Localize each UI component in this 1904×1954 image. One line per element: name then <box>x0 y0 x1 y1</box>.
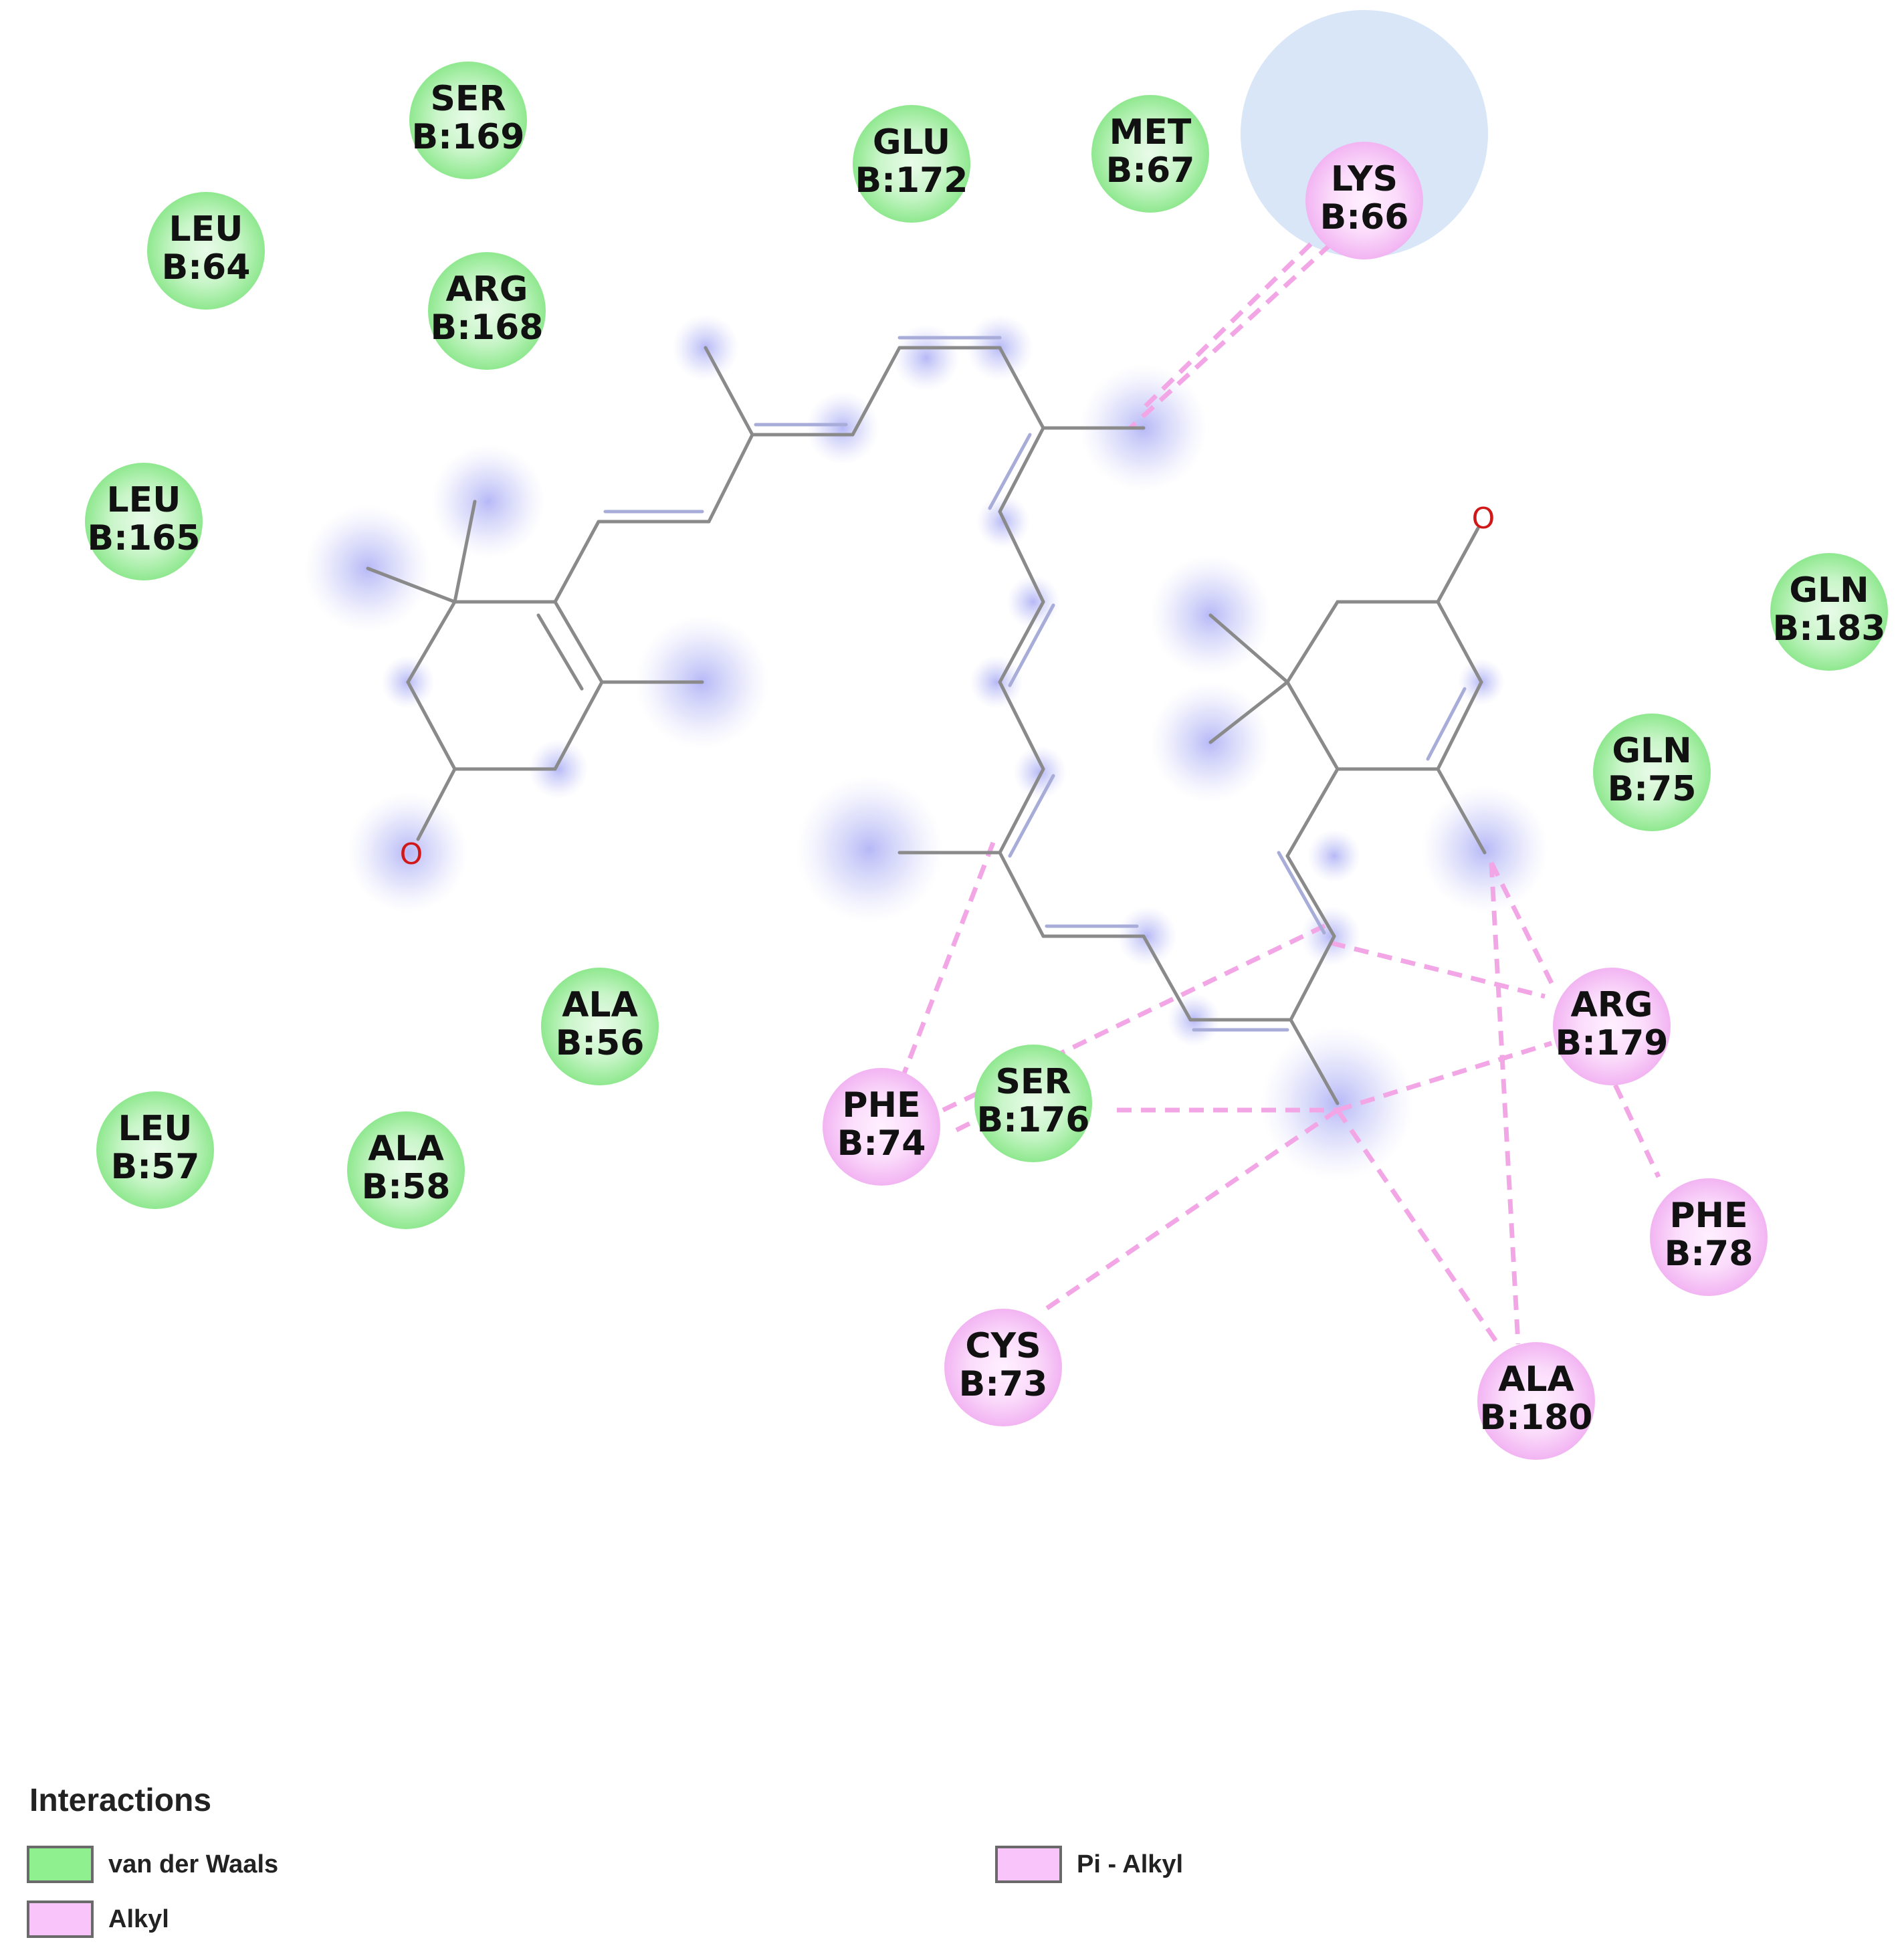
legend-title: Interactions <box>29 1783 212 1818</box>
legend-item-van-der-waals: van der Waals <box>27 1846 278 1883</box>
svg-text:B:58: B:58 <box>362 1167 451 1207</box>
residue-ser169[interactable]: SER B:169 <box>409 62 527 179</box>
svg-text:B:179: B:179 <box>1556 1023 1669 1063</box>
glow <box>348 792 468 913</box>
svg-text:B:67: B:67 <box>1106 150 1195 191</box>
legend-item-alkyl: Alkyl <box>27 1901 169 1938</box>
legend-label: Alkyl <box>108 1905 169 1933</box>
interaction-line <box>1330 940 1546 999</box>
svg-text:B:180: B:180 <box>1480 1398 1593 1438</box>
residue-lys66[interactable]: LYS B:66 <box>1305 142 1423 259</box>
svg-text:B:169: B:169 <box>412 117 525 157</box>
interaction-line <box>1489 862 1521 1345</box>
legend-label: van der Waals <box>108 1850 279 1878</box>
residue-ala56[interactable]: ALA B:56 <box>541 968 659 1085</box>
residue-ala180[interactable]: ALA B:180 <box>1477 1342 1595 1460</box>
svg-text:B:66: B:66 <box>1320 197 1409 237</box>
residue-leu57[interactable]: LEU B:57 <box>96 1091 214 1209</box>
svg-text:B:172: B:172 <box>855 160 968 201</box>
interaction-line <box>1128 242 1333 430</box>
svg-text:B:176: B:176 <box>977 1100 1090 1140</box>
residue-leu64[interactable]: LEU B:64 <box>147 192 265 310</box>
interaction-line <box>1042 1108 1339 1313</box>
oxygen-atom: O <box>1472 502 1495 536</box>
interaction-lines <box>900 242 1661 1345</box>
svg-text:SER: SER <box>995 1062 1071 1102</box>
glow <box>806 391 879 465</box>
glow <box>1307 829 1361 883</box>
lys66-halo <box>1241 10 1488 257</box>
residues: SER B:169 LEU B:64 ARG B:168 LEU B:165 G… <box>85 62 1888 1460</box>
svg-text:PHE: PHE <box>842 1085 920 1125</box>
svg-text:ALA: ALA <box>1498 1360 1574 1400</box>
interaction-line <box>900 841 996 1078</box>
svg-text:GLN: GLN <box>1789 570 1869 611</box>
svg-text:LEU: LEU <box>169 209 243 249</box>
residue-gln75[interactable]: GLN B:75 <box>1593 714 1711 831</box>
residue-cys73[interactable]: CYS B:73 <box>944 1309 1062 1426</box>
legend-item-pi-alkyl: Pi - Alkyl <box>995 1846 1183 1883</box>
legend-swatch-green <box>27 1846 94 1883</box>
svg-text:B:78: B:78 <box>1665 1234 1754 1274</box>
svg-text:GLU: GLU <box>873 122 950 162</box>
svg-text:B:57: B:57 <box>111 1147 200 1187</box>
svg-text:B:165: B:165 <box>88 518 201 558</box>
glow <box>528 739 589 799</box>
glow <box>1301 906 1361 966</box>
interaction-line <box>1142 242 1313 410</box>
legend-label: Pi - Alkyl <box>1077 1850 1184 1878</box>
residue-phe74[interactable]: PHE B:74 <box>823 1068 940 1186</box>
svg-text:LEU: LEU <box>107 480 181 520</box>
residue-glu172[interactable]: GLU B:172 <box>853 105 970 223</box>
svg-text:B:183: B:183 <box>1773 609 1886 649</box>
svg-text:ARG: ARG <box>1571 985 1653 1025</box>
ligand-bonds <box>366 336 1487 1105</box>
glow <box>970 655 1023 709</box>
svg-text:B:74: B:74 <box>837 1123 926 1164</box>
residue-ser176[interactable]: SER B:176 <box>974 1045 1092 1162</box>
residue-arg168[interactable]: ARG B:168 <box>428 252 546 370</box>
glow <box>893 324 960 391</box>
glow <box>1117 906 1177 966</box>
residue-gln183[interactable]: GLN B:183 <box>1770 553 1888 671</box>
svg-text:ALA: ALA <box>368 1129 444 1169</box>
atom-glows <box>304 314 1548 1180</box>
svg-text:CYS: CYS <box>965 1326 1041 1366</box>
residue-met67[interactable]: MET B:67 <box>1091 95 1209 213</box>
residue-leu165[interactable]: LEU B:165 <box>85 463 203 580</box>
interaction-line <box>1602 1062 1661 1178</box>
glow <box>431 445 545 558</box>
svg-text:SER: SER <box>430 79 506 119</box>
svg-text:MET: MET <box>1109 112 1192 152</box>
svg-text:ARG: ARG <box>446 269 528 310</box>
glow <box>796 776 943 923</box>
oxygen-atom: O <box>400 837 423 871</box>
svg-text:PHE: PHE <box>1669 1196 1748 1236</box>
interaction-line <box>955 1121 971 1133</box>
svg-text:B:168: B:168 <box>431 308 544 348</box>
svg-text:B:75: B:75 <box>1608 769 1697 809</box>
svg-text:LEU: LEU <box>118 1109 193 1149</box>
legend-swatch-pink <box>995 1846 1062 1883</box>
svg-text:GLN: GLN <box>1612 731 1691 771</box>
svg-text:B:56: B:56 <box>556 1023 645 1063</box>
svg-text:B:64: B:64 <box>162 247 251 288</box>
residue-ala58[interactable]: ALA B:58 <box>347 1111 465 1229</box>
svg-text:ALA: ALA <box>562 985 638 1025</box>
svg-text:B:73: B:73 <box>959 1364 1048 1404</box>
legend: Interactions van der Waals Alkyl Pi - Al… <box>27 1782 1886 1949</box>
legend-swatch-pink <box>27 1901 94 1938</box>
residue-phe78[interactable]: PHE B:78 <box>1650 1178 1768 1296</box>
interaction-line <box>1336 1041 1553 1113</box>
svg-text:LYS: LYS <box>1331 159 1398 199</box>
residue-arg179[interactable]: ARG B:179 <box>1553 968 1671 1085</box>
